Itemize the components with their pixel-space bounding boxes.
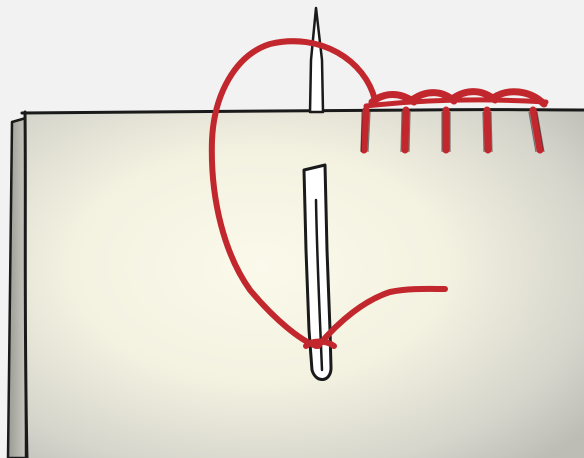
stitch-2 xyxy=(405,110,406,150)
fabric-left-edge xyxy=(25,112,27,458)
needle-tip xyxy=(310,8,323,112)
stitch-4 xyxy=(487,110,488,150)
front-fabric-panel xyxy=(24,110,584,458)
stitch-1 xyxy=(364,110,366,150)
back-fabric-layer xyxy=(8,118,26,458)
